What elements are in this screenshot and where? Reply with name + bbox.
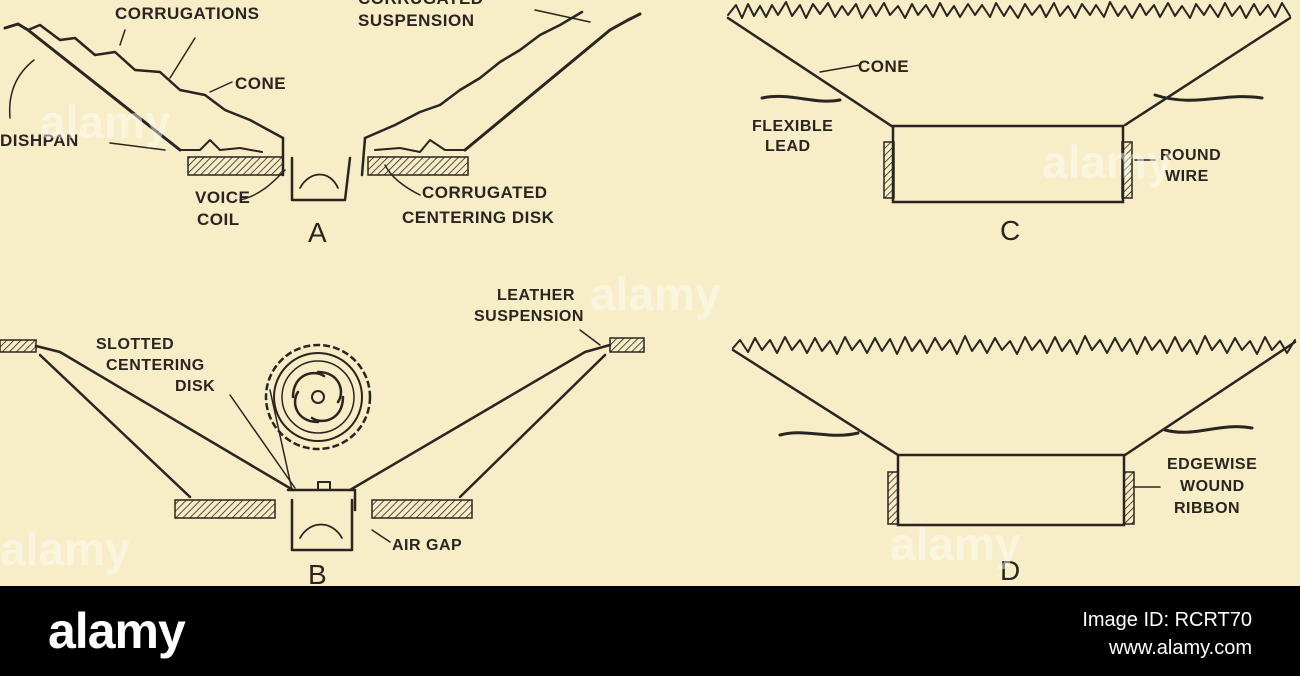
ribbon-left xyxy=(887,471,899,525)
panel-label-b: B xyxy=(308,559,327,586)
pole-plate-right-a xyxy=(367,156,469,176)
label-slotted: SLOTTED xyxy=(96,336,174,353)
label-suspension-b: SUSPENSION xyxy=(474,308,584,325)
panel-b-drawing xyxy=(0,329,645,552)
label-coil: COIL xyxy=(197,210,240,229)
label-cone-a: CONE xyxy=(235,74,286,93)
watermark-1: alamy xyxy=(40,96,171,148)
label-disk: DISK xyxy=(175,378,215,395)
frame-rim-right-b xyxy=(609,337,645,353)
label-round: ROUND xyxy=(1160,147,1221,164)
label-corrugated-centering-1: CORRUGATED xyxy=(422,183,548,202)
label-wound: WOUND xyxy=(1180,478,1245,495)
watermark-4: alamy xyxy=(0,523,131,575)
image-info: Image ID: RCRT70 www.alamy.com xyxy=(1082,606,1252,662)
image-id: Image ID: RCRT70 xyxy=(1082,609,1252,631)
pole-plate-left-b xyxy=(174,499,276,519)
panel-label-a: A xyxy=(308,217,327,248)
label-corrugated-suspension-1: CORRUGATED xyxy=(358,0,484,8)
pole-plate-right-b xyxy=(371,499,473,519)
site-url[interactable]: www.alamy.com xyxy=(1109,637,1252,659)
slotted-centering-disk-detail xyxy=(264,343,372,451)
panel-c-drawing xyxy=(726,1,1292,204)
watermark-5: alamy xyxy=(890,518,1021,570)
speaker-diagram: CORRUGATIONS CORRUGATED SUSPENSION CONE … xyxy=(0,0,1300,586)
round-wire-left xyxy=(883,141,895,199)
label-voice: VOICE xyxy=(195,188,250,207)
panel-d-drawing xyxy=(731,335,1297,527)
voice-coil-form-d xyxy=(896,453,1126,527)
panel-label-d: D xyxy=(1000,555,1020,586)
panel-label-c: C xyxy=(1000,215,1020,246)
label-ribbon: RIBBON xyxy=(1174,500,1240,517)
panel-a-drawing xyxy=(3,9,642,202)
label-wire: WIRE xyxy=(1165,168,1209,185)
label-edgewise: EDGEWISE xyxy=(1167,456,1257,473)
label-dishpan: DISHPAN xyxy=(0,131,79,150)
label-lead: LEAD xyxy=(765,138,811,155)
pole-plate-left-a xyxy=(187,156,284,176)
round-wire-right xyxy=(1121,141,1133,199)
ribbon-right xyxy=(1123,471,1135,525)
label-cone-c: CONE xyxy=(858,57,909,76)
watermark-2: alamy xyxy=(1042,136,1173,188)
frame-rim-left-b xyxy=(0,339,37,353)
label-corrugations: CORRUGATIONS xyxy=(115,4,260,23)
footer-bar: alamy Image ID: RCRT70 www.alamy.com xyxy=(0,586,1300,676)
label-leather: LEATHER xyxy=(497,287,575,304)
label-air-gap: AIR GAP xyxy=(392,537,462,554)
label-corrugated-centering-2: CENTERING DISK xyxy=(402,208,555,227)
label-corrugated-suspension-2: SUSPENSION xyxy=(358,11,474,30)
alamy-logo[interactable]: alamy xyxy=(48,603,186,659)
label-flexible: FLEXIBLE xyxy=(752,118,833,135)
diagram-canvas: CORRUGATIONS CORRUGATED SUSPENSION CONE … xyxy=(0,0,1297,586)
label-centering: CENTERING xyxy=(106,357,205,374)
watermark-3: alamy xyxy=(590,268,721,320)
